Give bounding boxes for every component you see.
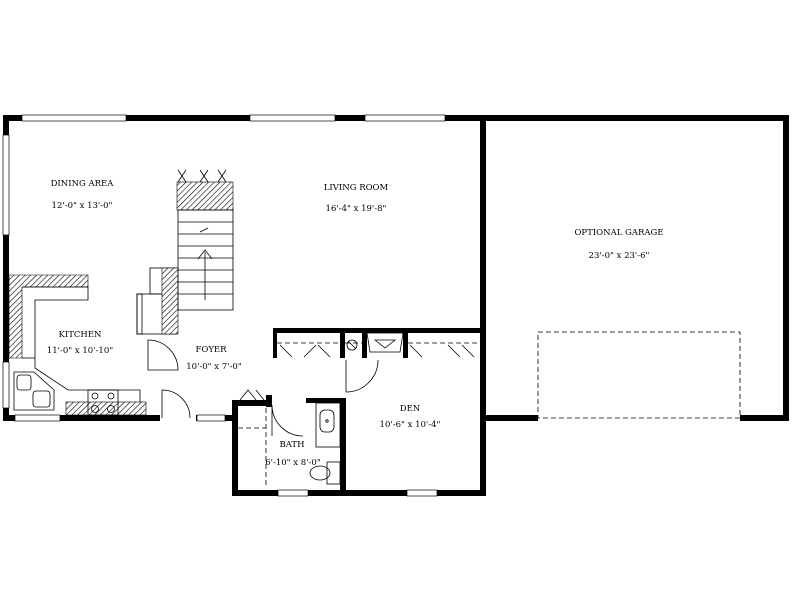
windows: [2, 114, 446, 497]
garage-name: OPTIONAL GARAGE: [574, 228, 663, 238]
kitchen-sink-icon: [13, 371, 55, 411]
dining-size: 12'-0" x 13'-0": [52, 201, 113, 211]
kitchen-name: KITCHEN: [59, 330, 102, 340]
den-size: 10'-6" x 10'-4": [380, 420, 441, 430]
bath-name: BATH: [279, 440, 304, 450]
dining-name: DINING AREA: [51, 179, 115, 189]
kitchen-cabinets: [8, 267, 178, 416]
garage-size: 23'-0" x 23'-6": [589, 251, 650, 261]
room-labels: DINING AREA 12'-0" x 13'-0" LIVING ROOM …: [47, 179, 664, 468]
exterior-walls: [3, 115, 789, 496]
interior-walls: [147, 328, 481, 488]
bath-size: 6'-10" x 8'-0": [265, 458, 321, 468]
staircase: [161, 169, 234, 335]
stove-icon: [87, 389, 119, 416]
vanity-icon: [315, 402, 341, 448]
kitchen-size: 11'-0" x 10'-10": [47, 346, 113, 356]
garage-door: [537, 331, 741, 419]
foyer-name: FOYER: [195, 345, 227, 355]
fireplace-icon: [366, 332, 404, 353]
toilet-icon: [309, 461, 341, 485]
bath-fixtures: [309, 402, 341, 485]
foyer-size: 10'-0" x 7'-0": [186, 362, 242, 372]
den-name: DEN: [400, 404, 421, 414]
flue-icon: [346, 339, 358, 351]
living-size: 16'-4" x 19'-8": [326, 204, 387, 214]
living-name: LIVING ROOM: [324, 183, 389, 193]
